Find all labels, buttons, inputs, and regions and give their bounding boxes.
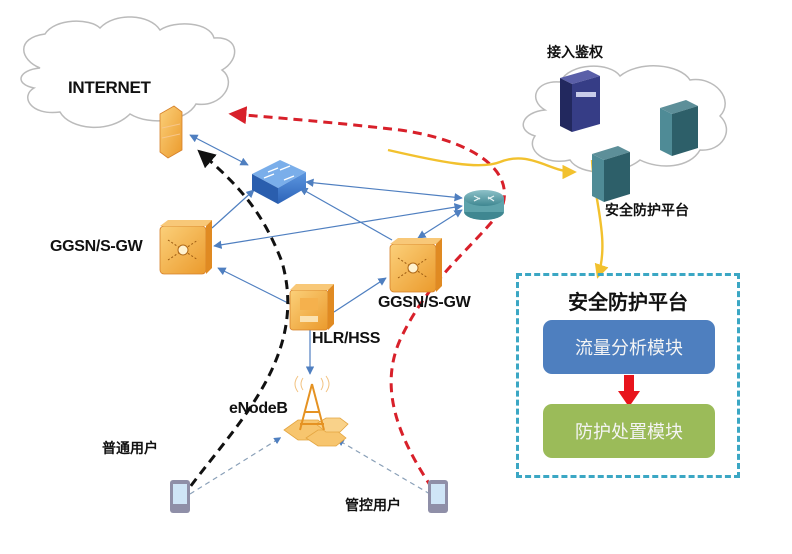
security-platform-title: 安全防护平台 <box>568 290 688 314</box>
gateway-icon <box>389 238 442 293</box>
auth-label: 接入鉴权 <box>547 45 603 61</box>
ggsn-right-label: GGSN/S-GW <box>378 294 471 311</box>
firewall-icon <box>159 105 183 159</box>
radio-link-controlled-user <box>336 439 431 495</box>
traffic-mirror-path <box>387 148 577 180</box>
radio-link-normal-user <box>189 437 282 495</box>
enodeb-label: eNodeB <box>229 400 288 417</box>
link-switch-router <box>305 178 463 202</box>
protection-handling-module: 防护处置模块 <box>543 404 715 458</box>
controlled-user-label: 管控用户 <box>345 498 401 514</box>
server-icon <box>660 100 698 156</box>
router-icon <box>464 190 504 220</box>
link-ggsn-right-switch <box>299 187 393 241</box>
radius-server-icon <box>560 70 600 132</box>
phone-icon <box>428 480 448 513</box>
phone-icon <box>170 480 190 513</box>
link-ggsn-left-switch <box>211 189 255 229</box>
gateway-icon <box>159 220 212 275</box>
switch-icon <box>252 160 306 204</box>
security-platform-server-icon <box>592 146 630 202</box>
link-ggsn-right-router <box>417 209 463 239</box>
ggsn-left-label: GGSN/S-GW <box>50 238 143 255</box>
normal-user-label: 普通用户 <box>102 441 158 457</box>
hlr-icon <box>289 284 334 331</box>
link-firewall-switch <box>189 134 249 166</box>
traffic-analysis-module: 流量分析模块 <box>543 320 715 374</box>
hlr-hss-label: HLR/HSS <box>312 330 381 347</box>
base-station-icon <box>283 375 349 447</box>
link-hlr-ggsn-right <box>333 277 387 313</box>
internet-cloud <box>20 16 236 128</box>
link-hlr-ggsn-left <box>217 267 291 305</box>
internet-label: INTERNET <box>68 78 151 97</box>
security-platform-server-label: 安全防护平台 <box>605 203 689 219</box>
security-platform-box: 安全防护平台 流量分析模块 防护处置模块 <box>516 273 740 478</box>
down-arrow-icon <box>618 375 640 407</box>
normal-user-internet-path <box>180 149 290 499</box>
